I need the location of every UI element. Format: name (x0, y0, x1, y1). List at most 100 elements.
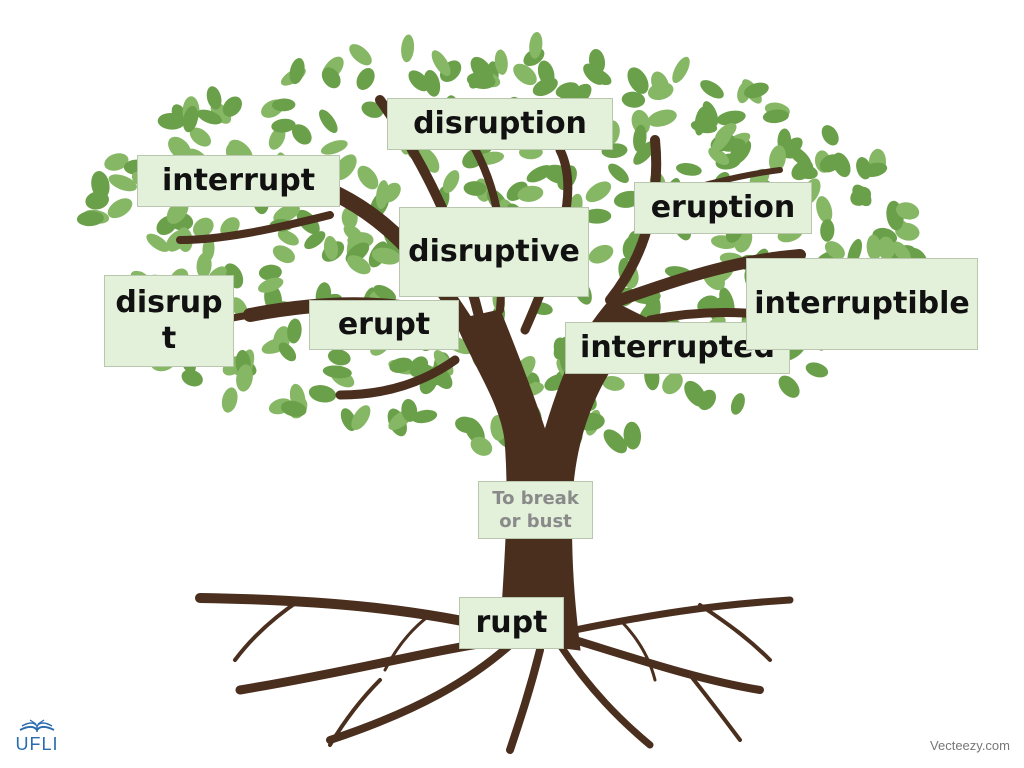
leaf (583, 63, 605, 85)
leaf (278, 342, 297, 362)
leaf (621, 91, 646, 108)
leaf (401, 34, 415, 63)
leaf (291, 124, 312, 145)
leaf (356, 68, 375, 90)
leaf (555, 82, 579, 98)
leaf (892, 241, 911, 262)
leaf (304, 231, 326, 250)
leaf (273, 204, 300, 223)
leaf (676, 163, 702, 176)
leaf (762, 109, 789, 124)
leaf (351, 405, 371, 430)
leaf (582, 208, 612, 224)
leaf (730, 393, 745, 415)
leaf (319, 109, 338, 134)
leaf (107, 198, 133, 219)
leaf (280, 400, 307, 417)
leaf (411, 409, 438, 424)
leaf (320, 140, 348, 155)
leaf (633, 141, 656, 165)
leaf (463, 181, 487, 196)
leaf (852, 184, 872, 207)
leaf (349, 44, 372, 66)
leaf (146, 233, 170, 252)
leaf (287, 318, 302, 344)
leaf (371, 247, 401, 265)
leaf (694, 106, 708, 136)
leaf (168, 136, 192, 160)
leaf (651, 71, 670, 97)
leaf (373, 284, 396, 302)
leaf (856, 157, 872, 180)
leaf (816, 196, 833, 224)
leaf (423, 69, 441, 97)
leaf (104, 153, 129, 171)
word-interrupt: interrupt (137, 155, 340, 207)
leaf (820, 219, 835, 242)
leaf (821, 125, 839, 146)
leaf (196, 109, 223, 125)
leaf (895, 202, 920, 220)
leaf (321, 67, 341, 89)
word-interruptible: interruptible (746, 258, 978, 350)
leaf (401, 398, 418, 422)
leaf (277, 230, 299, 246)
leaf (236, 364, 253, 392)
root-meaning-box: To break or bust (478, 481, 593, 539)
word-disruption: disruption (387, 98, 613, 150)
leaf (769, 145, 786, 173)
leaf (322, 365, 352, 379)
leaf (408, 70, 430, 92)
leaf (192, 217, 214, 238)
leaf (271, 118, 296, 133)
leaf (715, 123, 737, 142)
leaf (697, 295, 719, 313)
open-book-icon (19, 719, 55, 732)
word-eruption: eruption (634, 182, 812, 234)
leaf (585, 181, 612, 203)
leaf (537, 60, 555, 86)
leaf (182, 105, 199, 133)
leaf (382, 182, 401, 203)
leaf (289, 58, 305, 85)
leaf (181, 369, 203, 387)
leaf (702, 101, 719, 127)
leaf (327, 349, 351, 366)
leaf (877, 236, 895, 260)
leaf (389, 357, 413, 373)
leaf (323, 235, 339, 261)
leaf (633, 124, 647, 153)
leaf (272, 98, 296, 112)
leaf (206, 86, 222, 110)
leaf (805, 362, 829, 378)
leaf (196, 252, 212, 279)
leaf (268, 127, 286, 150)
leaf (468, 65, 490, 89)
leaf (700, 80, 724, 99)
leaf (308, 385, 337, 403)
leaf (824, 241, 845, 260)
leaf (157, 112, 186, 130)
leaf (91, 171, 110, 199)
root-word-rupt: rupt (459, 597, 564, 649)
leaf (346, 255, 371, 275)
ufli-logo: UFLI (14, 716, 60, 760)
leaf (603, 429, 628, 454)
leaf (222, 96, 243, 117)
leaf (494, 49, 508, 75)
word-disrupt: disrupt (104, 275, 234, 367)
image-credit: Vecteezy.com (930, 738, 1010, 753)
word-erupt: erupt (309, 300, 459, 350)
leaf (744, 82, 769, 99)
leaf (189, 127, 211, 147)
leaf (795, 164, 818, 180)
leaf (431, 50, 451, 77)
leaf (529, 31, 543, 59)
leaf (76, 211, 104, 227)
leaf (357, 165, 379, 190)
leaf (470, 436, 493, 456)
leaf (108, 174, 137, 192)
leaf (627, 67, 649, 94)
leaf (258, 264, 282, 281)
leaf (662, 372, 683, 395)
